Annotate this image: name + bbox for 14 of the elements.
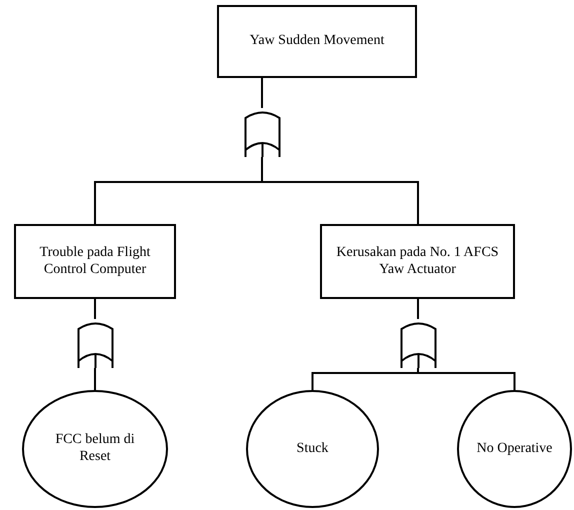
event-label: Yaw Sudden Movement	[248, 33, 386, 50]
event-label: FCC belum di Reset	[54, 432, 136, 466]
connector-line	[94, 368, 96, 390]
event-box	[320, 224, 515, 299]
event-label: Kerusakan pada No. 1 AFCS Yaw Actuator	[335, 244, 500, 278]
event-box	[217, 5, 417, 78]
connector-line	[261, 78, 263, 108]
event-label: Stuck	[296, 440, 330, 458]
connector-line	[417, 299, 419, 319]
event-label: Trouble pada Flight Control Computer	[38, 244, 152, 278]
event-box	[14, 224, 176, 299]
connector-line	[94, 299, 96, 319]
event-label: No Operative	[476, 440, 554, 458]
connector-line	[417, 368, 516, 390]
